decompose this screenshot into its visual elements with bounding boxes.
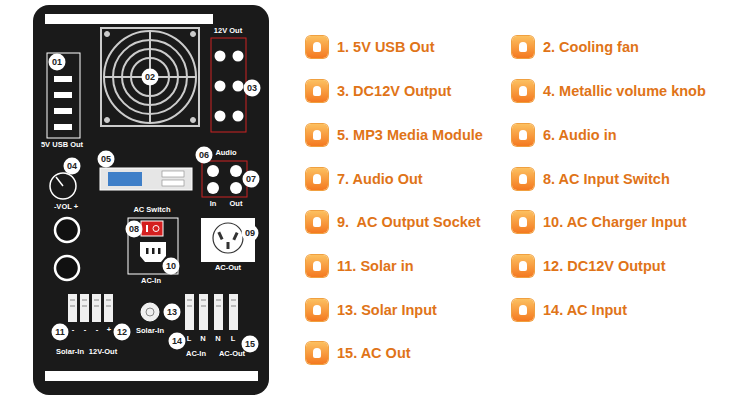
cooling-fan [101, 28, 199, 126]
legend-icon [512, 299, 534, 321]
legend-text: 5. MP3 Media Module [337, 127, 483, 143]
legend-item: 10. AC Charger Input [512, 211, 687, 233]
legend-text: 1. 5V USB Out [337, 39, 435, 55]
panel-label: AC-In [141, 277, 161, 285]
panel-label: - [72, 326, 75, 334]
legend-icon [512, 255, 534, 277]
panel-label: - [84, 326, 87, 334]
legend-icon [512, 124, 534, 146]
callout-number: 09 [242, 225, 259, 242]
legend-icon [306, 255, 328, 277]
panel-label: Audio [215, 149, 236, 157]
panel-label: - [96, 326, 99, 334]
legend-text: 4. Metallic volume knob [543, 83, 706, 99]
mp3-module [100, 168, 192, 190]
panel-label: 12V Out [214, 27, 242, 35]
legend-icon [306, 299, 328, 321]
legend-text: 15. AC Out [337, 345, 411, 361]
legend-item: 9. AC Output Socket [306, 211, 481, 233]
legend-icon [512, 36, 534, 58]
panel-label: In [210, 200, 217, 208]
solar-12v-terminals [68, 294, 113, 322]
audio-jacks [202, 161, 247, 197]
panel-sockets [55, 218, 79, 280]
panel-housing [33, 5, 269, 395]
legend-text: 12. DC12V Output [543, 258, 665, 274]
legend-text: 2. Cooling fan [543, 39, 639, 55]
callout-number: 02 [142, 69, 159, 86]
panel-label: Solar-In [136, 327, 164, 335]
legend-item: 13. Solar Input [306, 299, 437, 321]
legend-icon [512, 80, 534, 102]
legend-item: 6. Audio in [512, 124, 617, 146]
legend-item: 15. AC Out [306, 342, 411, 364]
callout-number: 12 [114, 324, 131, 341]
legend-item: 1. 5V USB Out [306, 36, 435, 58]
panel-label: 12V-Out [89, 348, 117, 356]
callout-number: 06 [196, 147, 213, 164]
legend-icon [512, 168, 534, 190]
legend-icon [306, 36, 328, 58]
callout-number: 04 [64, 158, 81, 175]
legend-text: 6. Audio in [543, 127, 617, 143]
legend-icon [306, 342, 328, 364]
legend-text: 11. Solar in [337, 258, 414, 274]
callout-number: 07 [243, 171, 260, 188]
legend-item: 3. DC12V Output [306, 80, 451, 102]
volume-knob [50, 173, 76, 199]
legend-item: 12. DC12V Output [512, 255, 665, 277]
legend-icon [306, 211, 328, 233]
legend-item: 8. AC Input Switch [512, 168, 670, 190]
panel-label: 5V USB Out [41, 141, 83, 149]
panel-label: Out [230, 200, 243, 208]
legend-icon [306, 168, 328, 190]
callout-number: 10 [163, 258, 180, 275]
panel-label: AC Switch [133, 206, 170, 214]
panel-label: Solar-In [56, 348, 84, 356]
legend-icon [306, 80, 328, 102]
callout-number: 08 [126, 221, 143, 238]
panel-label: N [215, 335, 220, 343]
panel-label: AC-Out [215, 264, 241, 272]
callout-number: 14 [169, 333, 186, 350]
panel-label: L [187, 335, 192, 343]
callout-number: 01 [49, 54, 66, 71]
bottom-strip [45, 371, 258, 381]
panel-label: N [200, 335, 205, 343]
usb-ports [47, 53, 80, 138]
legend-icon [512, 211, 534, 233]
legend-text: 8. AC Input Switch [543, 171, 670, 187]
dc12v-outlets [211, 38, 246, 132]
top-strip [45, 14, 213, 24]
ac-terminals [185, 294, 238, 330]
legend-item: 14. AC Input [512, 299, 627, 321]
legend-item: 5. MP3 Media Module [306, 124, 483, 146]
callout-number: 11 [52, 324, 69, 341]
legend-text: 3. DC12V Output [337, 83, 451, 99]
panel-label: -VOL + [54, 203, 78, 211]
callout-number: 05 [98, 151, 115, 168]
legend-item: 7. Audio Out [306, 168, 423, 190]
legend-text: 14. AC Input [543, 302, 627, 318]
legend-text: 10. AC Charger Input [543, 214, 687, 230]
legend-text: 13. Solar Input [337, 302, 437, 318]
panel-label: AC-Out [219, 350, 245, 358]
panel-label: L [231, 335, 236, 343]
legend-item: 2. Cooling fan [512, 36, 639, 58]
callout-number: 13 [164, 304, 181, 321]
legend-item: 4. Metallic volume knob [512, 80, 706, 102]
legend-item: 11. Solar in [306, 255, 414, 277]
legend-text: 9. AC Output Socket [337, 214, 481, 230]
panel-label: + [107, 326, 111, 334]
callout-number: 03 [244, 80, 261, 97]
panel-label: AC-In [186, 350, 206, 358]
solar-connector [141, 303, 159, 321]
legend-text: 7. Audio Out [337, 171, 423, 187]
legend-icon [306, 124, 328, 146]
